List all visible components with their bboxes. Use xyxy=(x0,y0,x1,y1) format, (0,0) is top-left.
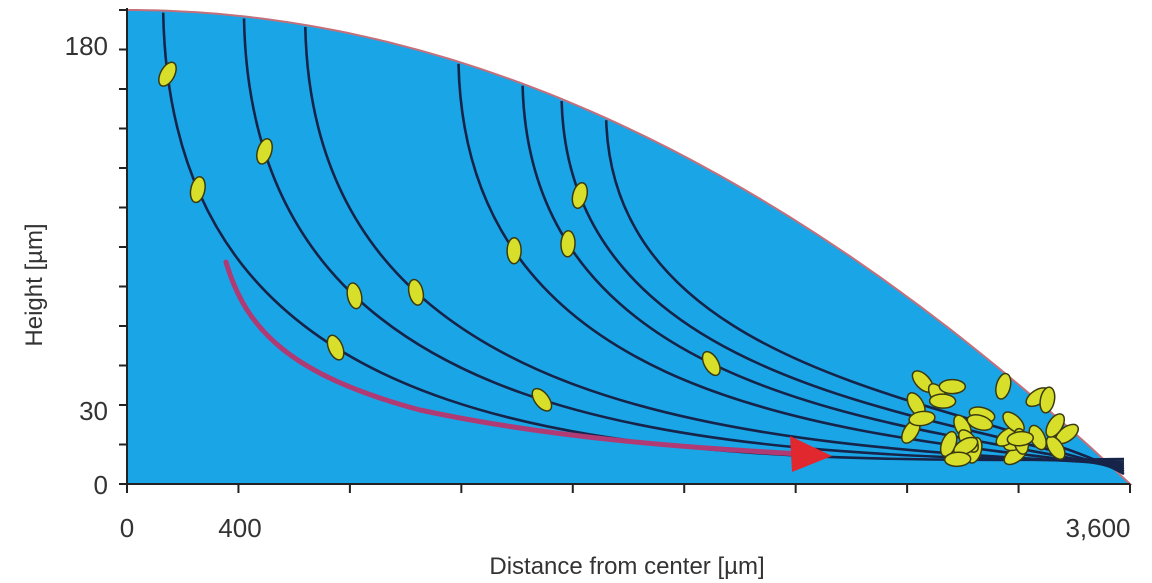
particle xyxy=(1039,386,1056,414)
x-tick-label-3600: 3,600 xyxy=(1065,513,1130,543)
particle xyxy=(966,414,994,431)
particle xyxy=(943,451,972,468)
y-tick-label-180: 180 xyxy=(65,31,108,61)
streamline xyxy=(161,12,1125,462)
x-tick-label-400: 400 xyxy=(218,513,261,543)
particle xyxy=(407,278,425,306)
particle xyxy=(1006,430,1035,447)
y-tick-label-0: 0 xyxy=(94,470,108,500)
particle xyxy=(189,176,206,204)
y-axis-ticks xyxy=(119,9,127,485)
particle xyxy=(531,387,553,412)
y-axis-title: Height [µm] xyxy=(21,223,48,346)
particle xyxy=(1045,413,1066,438)
y-tick-label-30: 30 xyxy=(79,396,108,426)
flow-arrow-shaft xyxy=(223,259,803,457)
particle xyxy=(560,230,576,258)
particle xyxy=(571,182,589,209)
axes: 180 30 0 0 400 3,600 Distance from cente… xyxy=(21,8,1131,580)
droplet-cross-section xyxy=(126,9,1133,485)
particle xyxy=(326,334,345,361)
particle xyxy=(701,350,721,377)
streamline xyxy=(242,18,1125,463)
x-axis-title: Distance from center [µm] xyxy=(489,553,764,580)
particle xyxy=(346,282,363,310)
flow-arrow xyxy=(223,259,832,472)
x-axis-ticks xyxy=(126,484,1131,493)
particle xyxy=(506,236,522,265)
particle xyxy=(938,378,967,395)
particle xyxy=(928,393,957,409)
x-tick-label-0: 0 xyxy=(120,513,134,543)
particle xyxy=(158,61,177,87)
particle xyxy=(995,372,1012,400)
particles xyxy=(158,61,1080,468)
particle xyxy=(908,410,936,427)
streamline xyxy=(457,63,1125,468)
flow-arrow-head xyxy=(790,436,832,472)
particle xyxy=(256,138,273,165)
